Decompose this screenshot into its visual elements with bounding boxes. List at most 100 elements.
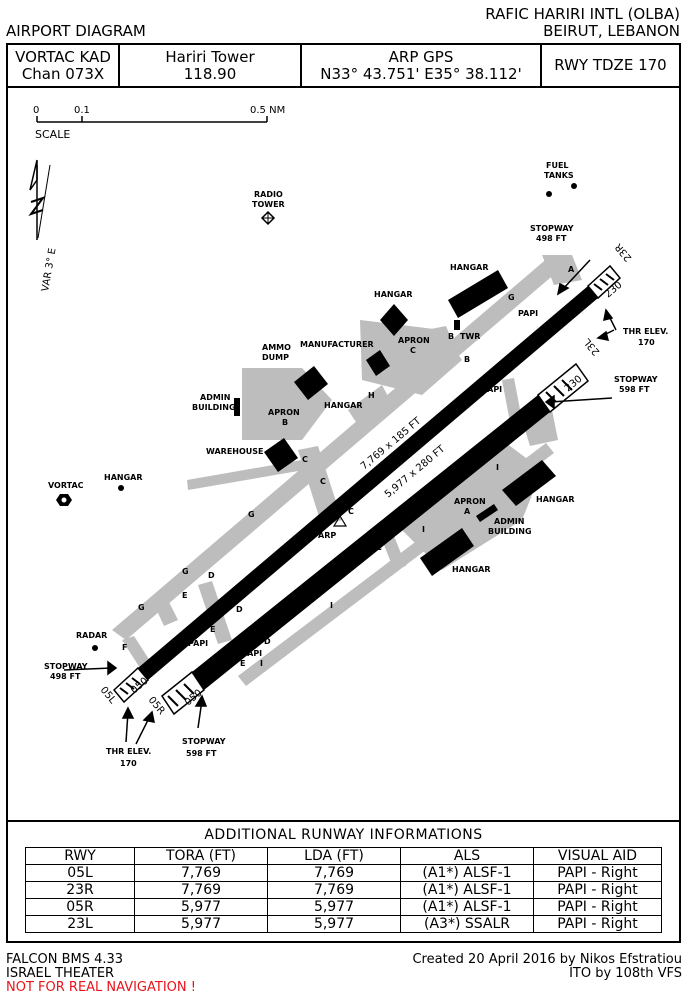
radar-icon [92,645,98,651]
arp-label: ARP [318,531,336,540]
footer-credit: Created 20 April 2016 by Nikos Efstratio… [412,952,682,967]
scale-tick-01: 0.1 [74,105,90,116]
taxiway-b-label: B [464,355,470,364]
hangar-ne-building [448,270,508,318]
admin-building-label: ADMIN [200,393,230,402]
tdze-value: RWY TDZE 170 [554,56,667,74]
taxiway-d-label: D [264,637,271,646]
apron-b-label: APRON [268,408,300,417]
stopway-s-value: 598 FT [186,749,217,758]
airport-location: BEIRUT, LEBANON [543,22,680,40]
taxiway-c-label: C [320,477,326,486]
taxiway-e-label: E [240,659,245,668]
stopway-e-value: 598 FT [619,385,650,394]
hangar-c-label: HANGAR [374,290,413,299]
airport-name: RAFIC HARIRI INTL (OLBA) [485,5,680,23]
fuel-tanks-label: TANKS [544,171,574,180]
diagram-frame: VORTAC KAD Chan 073X Hariri Tower 118.90… [6,43,681,943]
admin-se-label: ADMIN [494,517,524,526]
vortac-info: VORTAC KAD Chan 073X [8,45,120,86]
stopway-e-label: STOPWAY [614,375,658,384]
vortac-ident: VORTAC KAD [15,47,111,66]
apron-c-label: APRON [398,336,430,345]
warehouse-label: WAREHOUSE [206,447,264,456]
buildings [92,183,577,651]
diagram-title: AIRPORT DIAGRAM [6,22,146,40]
vortac-channel: Chan 073X [21,64,105,83]
hangar-se1-building [502,460,556,506]
stopway-sw-value: 498 FT [50,672,81,681]
table-cell: 5,977 [134,898,268,916]
table-cell: (A1*) ALSF-1 [400,898,534,916]
taxiway-d-label: D [236,605,243,614]
ammo-dump-label: AMMO [262,343,291,352]
papi-ne-label: PAPI [518,309,538,318]
thr-elev-sw-label: THR ELEV. [106,747,151,756]
table-cell: 7,769 [134,864,268,882]
papi-sw2-label: PAPI [242,649,262,658]
map-labels: FUEL TANKS RADIO TOWER STOPWAY 498 FT HA… [44,161,668,768]
admin-se-label: BUILDING [488,527,532,536]
ammo-dump-label: DUMP [262,353,289,362]
column-header: ALS [400,847,534,865]
stopway-05l [112,666,150,704]
taxiway-g-label: G [182,567,189,576]
radio-tower-label: RADIO [254,190,283,199]
table-cell: 05L [25,864,135,882]
table-cell: 05R [25,898,135,916]
scale-tick-05: 0.5 NM [250,105,285,116]
hangar-se1-label: HANGAR [536,495,575,504]
footer-right: Created 20 April 2016 by Nikos Efstratio… [412,953,682,981]
warehouse-building [264,438,298,472]
hangar-h-label: HANGAR [324,401,363,410]
taxiway-g-label: G [248,510,255,519]
apron-a-label: A [464,507,471,516]
taxiway-f-label: F [122,643,127,652]
runway-05l-23r [138,286,598,680]
table-cell: 7,769 [134,881,268,899]
table-row: 23R 7,769 7,769 (A1*) ALSF-1 PAPI - Righ… [25,881,662,899]
taxiway-e-label: E [182,591,187,600]
column-header: TORA (FT) [134,847,268,865]
table-cell: 5,977 [267,898,401,916]
column-header: VISUAL AID [533,847,662,865]
arp-icon [332,514,348,527]
table-cell: PAPI - Right [533,864,662,882]
table-cell: PAPI - Right [533,898,662,916]
thr-elev-ne-value: 170 [638,338,655,347]
column-header: RWY [25,847,135,865]
manufacturer-building [366,350,390,376]
tower-frequency: 118.90 [183,64,237,83]
vortac-label: VORTAC [48,481,84,490]
taxiway-c-label: C [348,507,354,516]
table-cell: 7,769 [267,864,401,882]
arp-label: ARP GPS [388,47,454,66]
runways [112,264,622,716]
taxiway-e-label: E [210,625,215,634]
scale-label: SCALE [35,128,70,141]
footer-ito: ITO by 108th VFS [569,966,682,981]
table-header-row: RWY TORA (FT) LDA (FT) ALS VISUAL AID [25,847,662,865]
taxiway-g-label: G [508,293,515,302]
apron-a-label: APRON [454,497,486,506]
taxiway-i-label: I [330,601,333,610]
stopway-ne-value: 498 FT [536,234,567,243]
ammo-dump-building [294,366,328,400]
info-bar: VORTAC KAD Chan 073X Hariri Tower 118.90… [8,45,679,88]
admin-building [234,398,240,416]
tower-info: Hariri Tower 118.90 [120,45,302,86]
manufacturer-label: MANUFACTURER [300,340,374,349]
taxiway-g-label: G [138,603,145,612]
taxiway-b-label: B [448,332,454,341]
magnetic-variation: VAR 3° E [40,247,58,292]
runway-info-table: RWY TORA (FT) LDA (FT) ALS VISUAL AID 05… [25,847,662,933]
arp-coordinates: N33° 43.751' E35° 38.112' [320,64,522,83]
taxiway-b-label: B [522,423,528,432]
tower-building [454,320,460,330]
runway-23r-label: 23R [613,241,634,263]
table-cell: 5,977 [267,915,401,933]
airport-map: 0 0.1 0.5 NM SCALE VAR 3° E [28,105,668,768]
footer-warning: NOT FOR REAL NAVIGATION ! [6,980,196,995]
radio-tower-icon [260,210,276,226]
table-cell: 23R [25,881,135,899]
